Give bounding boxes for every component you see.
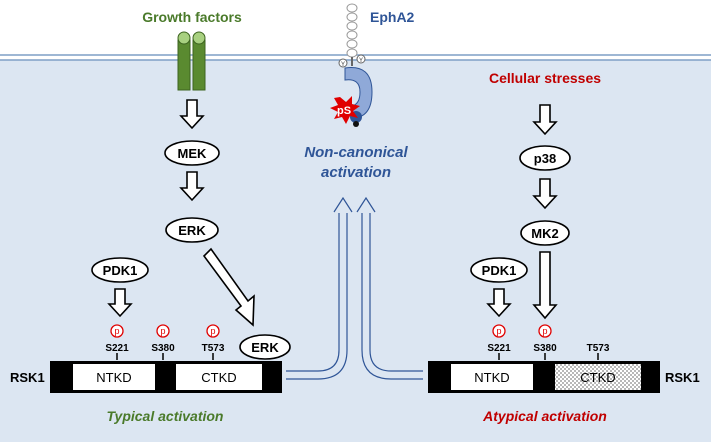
growth-factors-label: Growth factors — [142, 9, 242, 25]
arrow-erk-to-ctkd — [202, 247, 255, 327]
mk2-node — [520, 220, 570, 246]
arrow-p38-to-mk2 — [532, 178, 558, 210]
rsk1-protein-left — [50, 361, 282, 393]
non-canonical-label-line2: activation — [321, 164, 391, 181]
arrow-mk2-to-s380 — [532, 251, 558, 320]
p38-node — [519, 145, 571, 171]
site-s221-left: S221 — [105, 343, 129, 354]
erk-label: ERK — [178, 223, 206, 238]
y-site-1: Y — [341, 62, 345, 68]
erk-docked-label: ERK — [251, 340, 279, 355]
phospho-s221-right-mark: p — [496, 326, 501, 336]
rsk1-label-left: RSK1 — [10, 370, 45, 385]
y-site-2: Y — [359, 58, 363, 64]
rsk1-label-right: RSK1 — [665, 370, 700, 385]
mk2-label: MK2 — [531, 226, 558, 241]
phospho-s221-right — [492, 324, 506, 338]
non-canonical-label-line1: Non-canonical — [304, 144, 408, 161]
ntkd-label-left: NTKD — [96, 370, 131, 385]
site-t573-left: T573 — [202, 343, 225, 354]
site-s221-right: S221 — [487, 343, 511, 354]
epha2-label: EphA2 — [370, 9, 415, 25]
ps-label: pS — [337, 105, 351, 117]
pdk1-label-right: PDK1 — [482, 263, 517, 278]
phospho-s221-left — [110, 324, 124, 338]
pdk1-label-left: PDK1 — [103, 263, 138, 278]
site-s380-right: S380 — [533, 343, 557, 354]
arrow-pdk1-to-ntkd-right — [486, 288, 512, 318]
non-canonical-arrows — [286, 196, 423, 380]
phospho-t573-left-mark: p — [210, 326, 215, 336]
p38-label: p38 — [534, 151, 556, 166]
pdk1-node-left — [91, 257, 149, 283]
phospho-s380-right-mark: p — [542, 326, 547, 336]
mek-node — [164, 140, 220, 166]
cellular-stresses-label: Cellular stresses — [489, 70, 601, 86]
typical-activation-label: Typical activation — [107, 408, 224, 424]
atypical-activation-label: Atypical activation — [482, 408, 607, 424]
ctkd-label-left: CTKD — [201, 370, 236, 385]
growth-factor-receptor-icon — [177, 31, 206, 91]
phospho-s380-right — [538, 324, 552, 338]
phospho-serine-burst-icon — [330, 96, 360, 124]
ctkd-label-right: CTKD — [580, 370, 615, 385]
arrow-stress-to-p38 — [532, 104, 558, 136]
arrow-receptor-to-mek — [179, 99, 205, 130]
phospho-s221-left-mark: p — [114, 326, 119, 336]
erk-docked-node — [239, 334, 291, 360]
phospho-s380-left-mark: p — [160, 326, 165, 336]
ntkd-label-right: NTKD — [474, 370, 509, 385]
mek-label: MEK — [178, 146, 208, 161]
phospho-s380-left — [156, 324, 170, 338]
arrow-mek-to-erk — [179, 171, 205, 202]
erk-node — [165, 217, 219, 243]
phospho-t573-left — [206, 324, 220, 338]
arrow-pdk1-to-ntkd-left — [107, 288, 133, 318]
site-t573-right: T573 — [587, 343, 610, 354]
pdk1-node-right — [470, 257, 528, 283]
rsk1-protein-right — [428, 361, 660, 393]
site-s380-left: S380 — [151, 343, 175, 354]
